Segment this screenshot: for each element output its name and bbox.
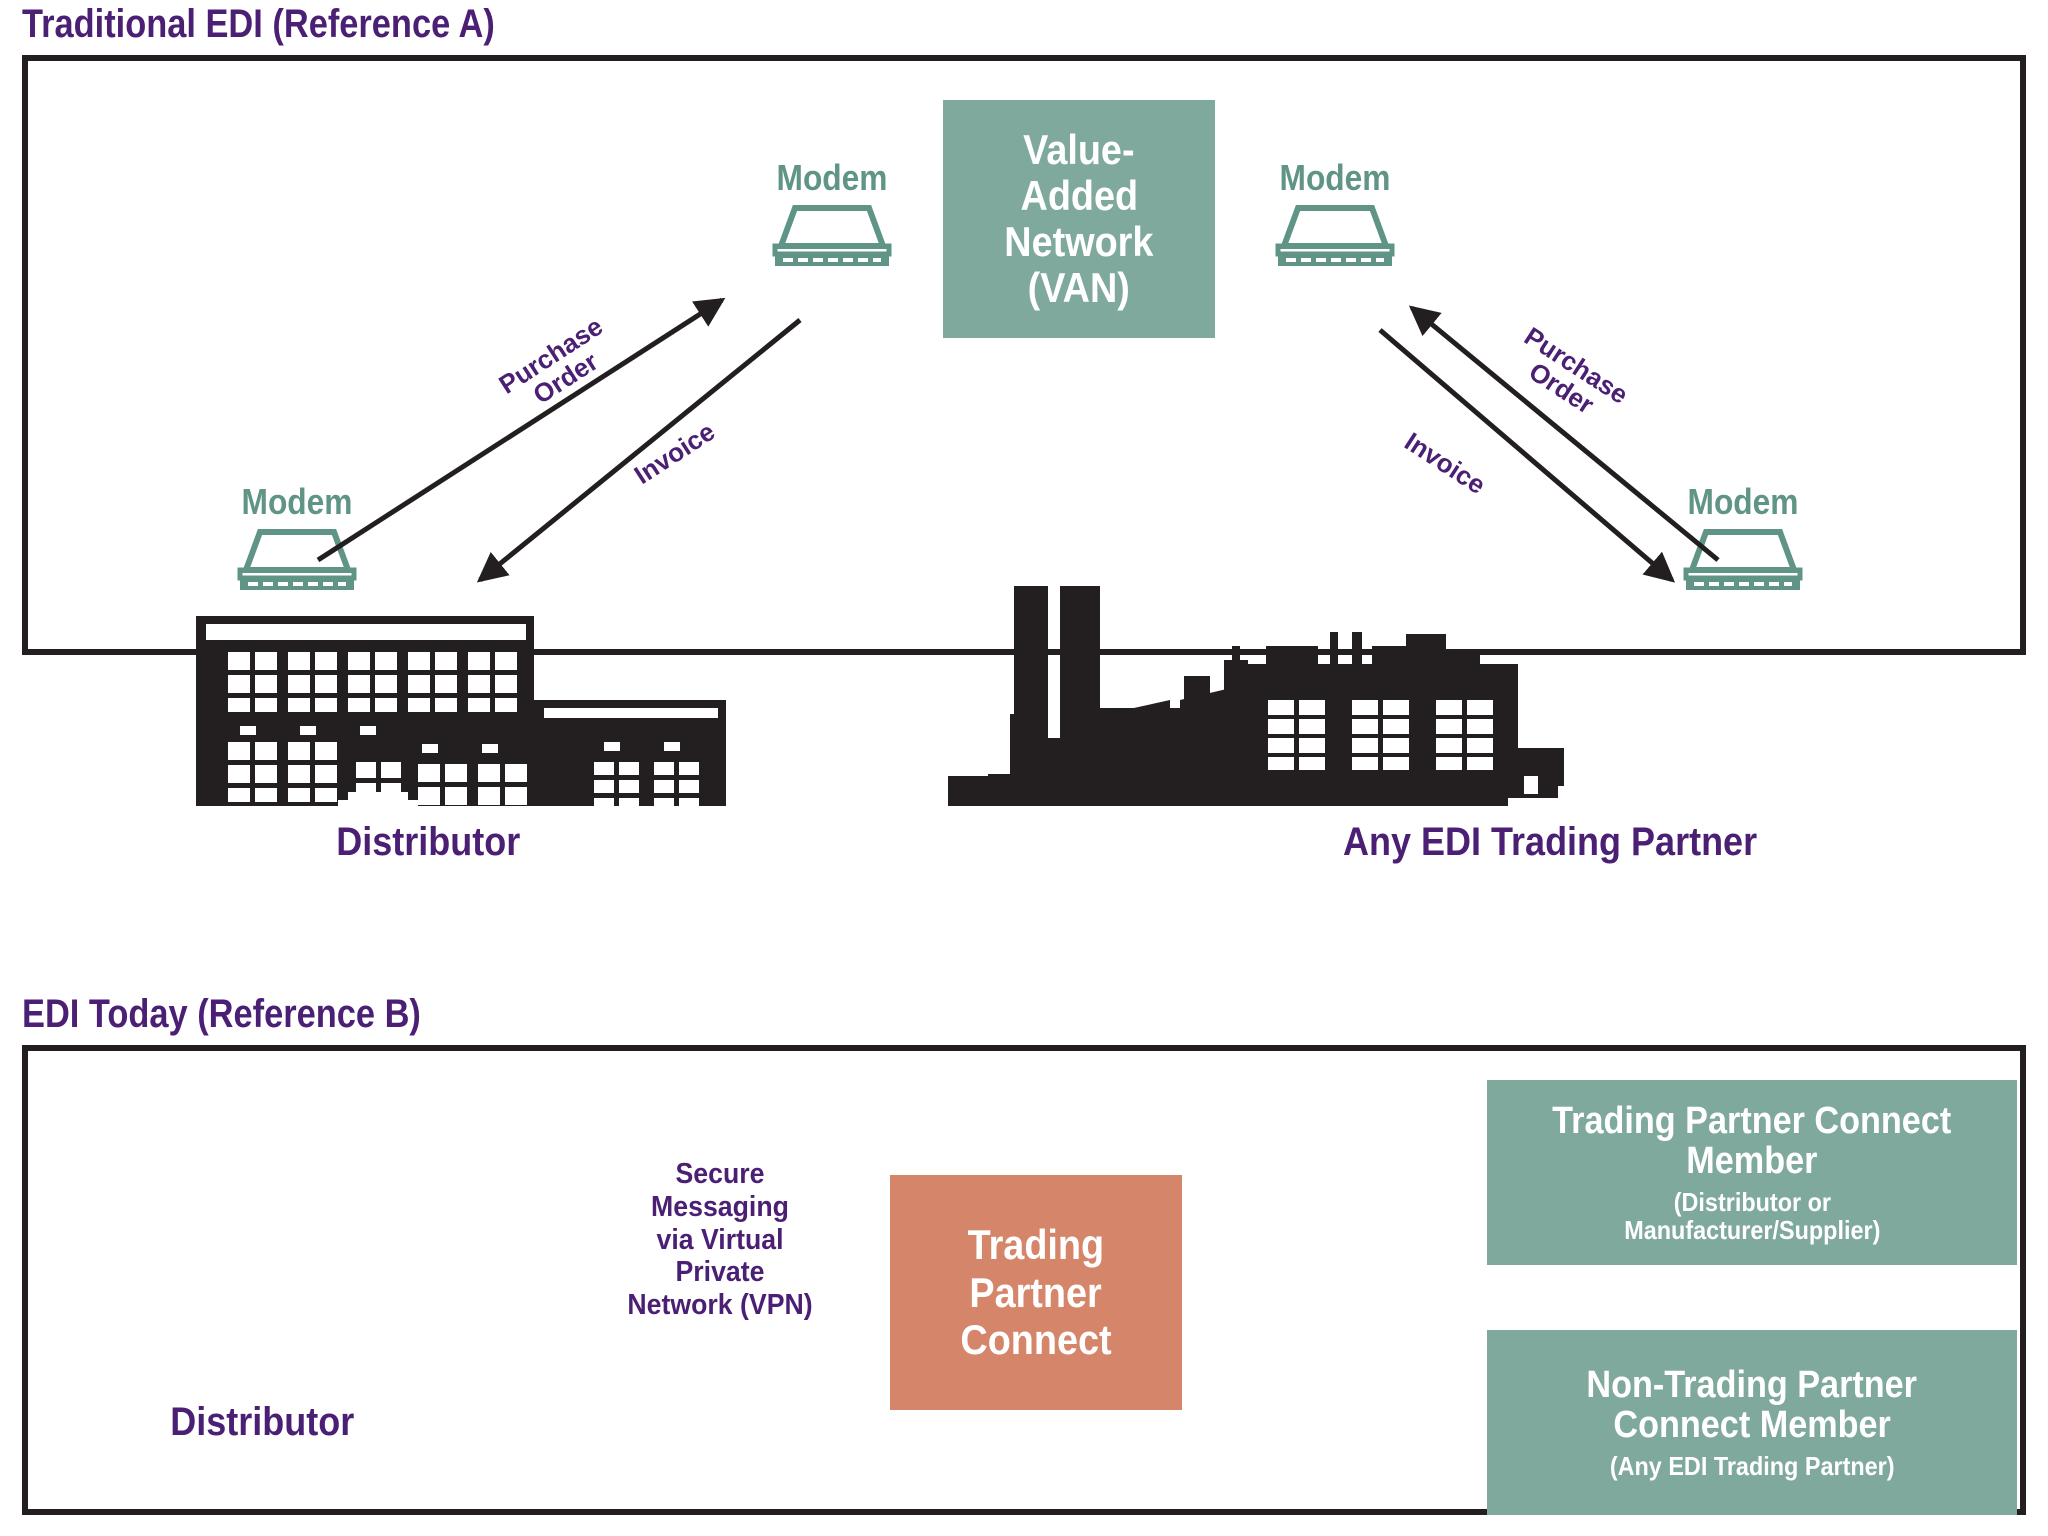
- modem-left-outer-label: Modem: [241, 481, 353, 522]
- vpn-line-3: via Virtual: [656, 1223, 784, 1256]
- trading-partner-connect-member-box: Trading Partner Connect Member (Distribu…: [1487, 1080, 2017, 1265]
- non-tpc-member-main-2: Connect Member: [1613, 1404, 1891, 1447]
- tpc-member-main-2: Member: [1686, 1140, 1818, 1183]
- tpc-line-3: Connect: [960, 1316, 1112, 1364]
- tpc-line-2: Partner: [969, 1268, 1103, 1316]
- vpn-line-5: Network (VPN): [627, 1289, 813, 1322]
- vpn-line-1: Secure: [675, 1158, 765, 1190]
- value-added-network-box: Value- Added Network (VAN): [943, 100, 1215, 338]
- modem-left-inner: Modem: [757, 160, 907, 268]
- van-line-1: Value-: [1023, 125, 1135, 173]
- non-trading-partner-connect-member-box: Non-Trading Partner Connect Member (Any …: [1487, 1330, 2017, 1515]
- tpc-member-sub-2: Manufacturer/Supplier): [1623, 1214, 1881, 1245]
- van-line-3: Network: [1004, 218, 1154, 265]
- vpn-caption: Secure Messaging via Virtual Private Net…: [591, 1158, 849, 1322]
- modem-right-outer: Modem: [1668, 484, 1818, 592]
- modem-icon: [237, 529, 357, 590]
- modem-icon: [1275, 205, 1395, 266]
- distributor-label-top: Distributor: [336, 820, 521, 864]
- distributor-label-bottom: Distributor: [170, 1400, 355, 1444]
- tpc-member-sub-1: (Distributor or: [1673, 1186, 1831, 1217]
- modem-icon: [1683, 529, 1803, 590]
- modem-left-outer: Modem: [222, 484, 372, 592]
- tpc-line-1: Trading: [967, 1221, 1105, 1269]
- modem-left-inner-label: Modem: [776, 157, 888, 198]
- vpn-line-4: Private: [675, 1256, 765, 1289]
- modem-right-inner: Modem: [1260, 160, 1410, 268]
- vpn-line-2: Messaging: [651, 1190, 789, 1223]
- non-tpc-member-main-1: Non-Trading Partner: [1586, 1364, 1918, 1407]
- section-a-title: Traditional EDI (Reference A): [22, 2, 495, 46]
- van-line-2: Added: [1020, 171, 1138, 219]
- section-b-title: EDI Today (Reference B): [22, 992, 421, 1036]
- modem-right-outer-label: Modem: [1687, 481, 1799, 522]
- tpc-member-main-1: Trading Partner Connect: [1552, 1100, 1952, 1143]
- non-tpc-member-sub-1: (Any EDI Trading Partner): [1609, 1450, 1895, 1481]
- van-line-4: (VAN): [1027, 264, 1131, 312]
- modem-icon: [772, 205, 892, 266]
- trading-partner-label: Any EDI Trading Partner: [1343, 820, 1758, 864]
- modem-right-inner-label: Modem: [1279, 157, 1391, 198]
- trading-partner-connect-box: Trading Partner Connect: [890, 1175, 1182, 1410]
